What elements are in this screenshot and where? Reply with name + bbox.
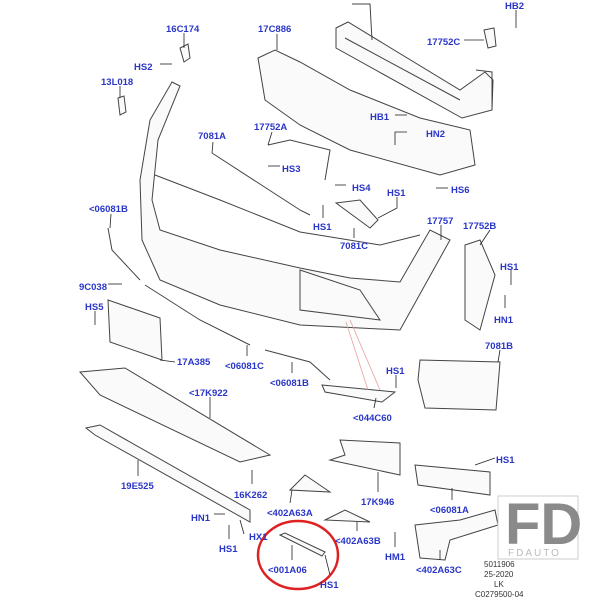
bumper-cover — [139, 81, 451, 331]
callout-line — [349, 319, 381, 391]
label-HN2: HN2 — [426, 129, 445, 140]
label-06081B: <06081B — [89, 204, 128, 215]
strip-06081C — [144, 284, 251, 346]
label-HS6: HS6 — [451, 185, 469, 196]
bracket-16C174 — [179, 43, 191, 63]
label-HX1: HX1 — [249, 532, 268, 543]
license-plate-bracket — [107, 299, 163, 361]
label-402A63B: <402A63B — [335, 536, 381, 547]
label-HS1: HS1 — [496, 455, 515, 466]
bumper-beam — [335, 3, 494, 119]
label-HS5: HS5 — [85, 302, 104, 313]
highlight-circle — [256, 519, 340, 591]
label-HN1: HN1 — [494, 315, 514, 326]
label-HS1: HS1 — [386, 366, 405, 377]
label-17C886: 17C886 — [258, 24, 291, 35]
label-HS3: HS3 — [282, 164, 300, 175]
label-HS1: HS1 — [313, 222, 332, 233]
label-06081C: <06081C — [225, 361, 264, 372]
label-06081B-mid: <06081B — [270, 378, 309, 389]
grille-bar — [211, 152, 311, 216]
note-code: 5011906 — [484, 560, 515, 569]
label-HS1: HS1 — [320, 580, 339, 591]
label-HS2: HS2 — [134, 62, 152, 73]
label-17K946: 17K946 — [361, 497, 394, 508]
note-region: LK — [494, 580, 504, 589]
energy-absorber — [257, 49, 476, 176]
label-16C174: 16C174 — [166, 24, 200, 35]
trim-001A06 — [278, 532, 326, 557]
cover-402A63B — [323, 509, 371, 523]
cover-402A63C — [414, 509, 499, 561]
label-16K262: 16K262 — [234, 490, 267, 501]
label-06081A: <06081A — [430, 505, 469, 516]
label-17752C: 17752C — [427, 37, 460, 48]
label-9C038: 9C038 — [79, 282, 107, 293]
strip-06081B — [107, 227, 141, 281]
label-HS4: HS4 — [352, 183, 371, 194]
label-7081B: 7081B — [485, 341, 513, 352]
label-HN1: HN1 — [191, 513, 211, 524]
label-HB1: HB1 — [370, 112, 390, 123]
label-17752A: 17752A — [254, 122, 287, 133]
label-17K922: <17K922 — [189, 388, 228, 399]
label-HB2: HB2 — [505, 1, 524, 12]
label-7081A: 7081A — [198, 131, 226, 142]
illustration-id: C0279500-04 — [475, 590, 524, 599]
label-7081C: 7081C — [340, 241, 368, 252]
label-19E525: 19E525 — [121, 481, 154, 492]
bracket-17752A — [267, 139, 331, 181]
leader-lines — [94, 10, 517, 576]
bracket-17752B — [464, 239, 496, 331]
label-17757: 17757 — [427, 216, 453, 227]
label-HS1: HS1 — [500, 262, 519, 273]
label-HS1: HS1 — [387, 188, 406, 199]
bracket-7081C — [334, 199, 379, 229]
label-044C60: <044C60 — [353, 413, 392, 424]
note-date: 25-2020 — [484, 570, 514, 579]
bracket-13L018 — [117, 95, 127, 116]
label-402A63A: <402A63A — [267, 508, 313, 519]
strip-06081B-2 — [264, 349, 331, 381]
cover-402A63A — [288, 474, 332, 493]
label-001A06: <001A06 — [268, 565, 307, 576]
grille-06081A — [414, 464, 491, 496]
label-HS1: HS1 — [219, 544, 238, 555]
watermark-logo: FD — [505, 492, 582, 557]
label-17A385: 17A385 — [177, 357, 211, 368]
trim-044C60 — [321, 384, 397, 403]
label-HM1: HM1 — [385, 552, 406, 563]
label-17752B: 17752B — [463, 221, 496, 232]
label-402A63C: <402A63C — [416, 565, 462, 576]
label-13L018: 13L018 — [101, 77, 133, 88]
skid-plate-17K922 — [78, 367, 272, 463]
callout-line — [345, 321, 369, 391]
grille-17K946 — [328, 439, 401, 476]
grille-7081B — [417, 359, 501, 411]
part-labels: 16C174 HS2 13L018 17C886 HB2 17752C HB1 … — [79, 1, 524, 591]
lower-trim-19E525 — [84, 424, 251, 523]
bracket-17752C — [483, 27, 497, 49]
watermark-frame — [497, 495, 579, 560]
watermark-brand: FDAUTO — [508, 548, 561, 559]
